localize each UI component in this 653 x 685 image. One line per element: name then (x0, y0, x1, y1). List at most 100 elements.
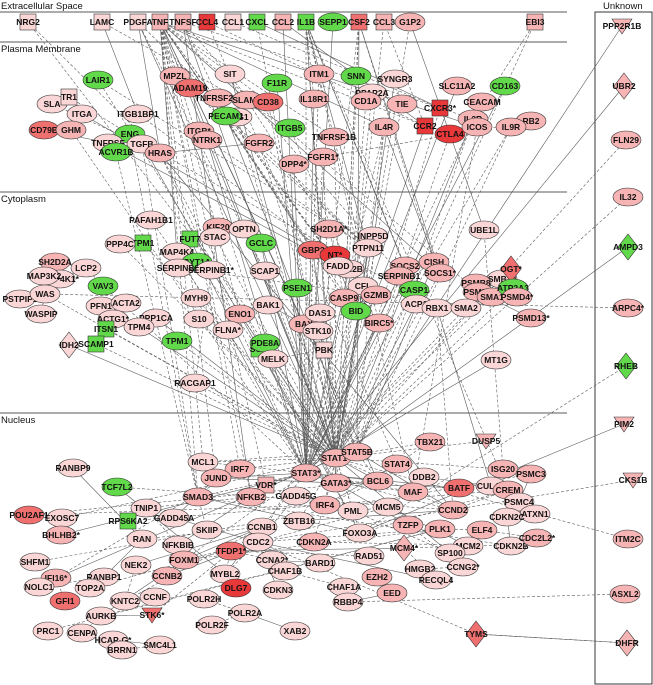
gene-node-lcp2[interactable]: LCP2 (70, 258, 102, 278)
gene-node-pafah1b1[interactable]: PAFAH1B1 (129, 210, 173, 230)
gene-node-cd1a[interactable]: CD1A (350, 91, 382, 111)
gene-node-stat4[interactable]: STAT4 (381, 454, 413, 474)
gene-node-psmd13[interactable]: PSMD13* (512, 308, 550, 328)
gene-node-tnfrsf1b[interactable]: TNFRSF1B (312, 127, 356, 147)
gene-node-tr1[interactable]: TR1 (60, 88, 78, 106)
gene-node-racgap1[interactable]: RACGAP1 (174, 373, 216, 393)
gene-node-was[interactable]: WAS (29, 284, 61, 304)
gene-node-ube1l[interactable]: UBE1L (468, 220, 500, 240)
gene-node-irf7[interactable]: IRF7 (224, 459, 256, 479)
gene-node-sp100[interactable]: SP100 (434, 543, 466, 563)
gene-node-itgb5[interactable]: ITGB5 (274, 118, 306, 138)
gene-node-polr2a[interactable]: POLR2A (228, 603, 262, 623)
gene-node-lair1[interactable]: LAIR1 (82, 70, 114, 90)
gene-node-il4r[interactable]: IL4R (368, 117, 400, 137)
gene-node-acvr1b[interactable]: ACVR1B (99, 142, 134, 162)
gene-node-serpinb9[interactable]: SERPINB9 (157, 258, 200, 278)
gene-node-eed[interactable]: EED (376, 583, 408, 603)
gene-node-lamc[interactable]: LAMC (90, 13, 115, 31)
gene-node-mt1g[interactable]: MT1G (480, 350, 512, 370)
gene-node-gfi1[interactable]: GFI1 (49, 591, 81, 611)
gene-node-psmd4[interactable]: PSMD4* (501, 287, 534, 307)
gene-node-pdgfa[interactable]: PDGFA (123, 13, 153, 31)
gene-node-cd79b[interactable]: CD79B (28, 120, 60, 140)
gene-node-mcm5[interactable]: MCM5 (372, 497, 404, 517)
gene-node-zbtb16[interactable]: ZBTB16 (283, 511, 315, 531)
gene-node-vav3[interactable]: VAV3 (87, 276, 119, 296)
gene-node-gadd45g[interactable]: GADD45G (275, 486, 317, 506)
gene-node-hras[interactable]: HRAS (144, 143, 176, 163)
gene-node-tzfp[interactable]: TZFP (392, 515, 424, 535)
gene-node-ranbp9[interactable]: RANBP9 (56, 458, 91, 478)
gene-node-tcf7l2[interactable]: TCF7L2 (101, 477, 133, 497)
gene-node-ghm[interactable]: GHM (55, 120, 87, 140)
gene-node-smc4l1[interactable]: SMC4L1 (143, 635, 177, 655)
gene-node-cd163[interactable]: CD163 (489, 76, 521, 96)
gene-node-tbx21[interactable]: TBX21 (414, 432, 446, 452)
gene-node-dlg7[interactable]: DLG7 (220, 578, 252, 598)
gene-node-birc5[interactable]: BIRC5* (363, 313, 395, 333)
gene-node-bard1[interactable]: BARD1 (304, 553, 336, 573)
gene-node-cks1b[interactable]: CKS1B (619, 472, 648, 489)
gene-node-smad3[interactable]: SMAD3 (182, 487, 214, 507)
gene-node-ccnd2[interactable]: CCND2 (437, 500, 469, 520)
gene-node-ptpn11[interactable]: PTPN11 (352, 238, 384, 258)
gene-node-stac[interactable]: STAC (199, 227, 231, 247)
gene-node-xab2[interactable]: XAB2 (279, 621, 311, 641)
gene-node-arpc4[interactable]: ARPC4* (612, 298, 645, 318)
gene-node-ubr2[interactable]: UBR2 (612, 72, 636, 100)
gene-node-bcl6[interactable]: BCL6 (362, 471, 394, 491)
gene-node-syngr3[interactable]: SYNGR3 (378, 69, 413, 89)
gene-node-skiip[interactable]: SKIIP (191, 520, 223, 540)
gene-node-pde8a[interactable]: PDE8A (249, 333, 281, 353)
gene-node-il18r1[interactable]: IL18R1 (298, 89, 330, 109)
gene-node-ran[interactable]: RAN (126, 529, 158, 549)
gene-node-nfkb2[interactable]: NFKB2 (235, 487, 267, 507)
gene-node-sh2d1a[interactable]: SH2D1A* (311, 219, 349, 239)
gene-node-cdkn2b[interactable]: CDKN2B (493, 536, 529, 556)
gene-node-kntc2[interactable]: KNTC2 (109, 591, 141, 611)
gene-node-fln29[interactable]: FLN29 (610, 130, 642, 150)
gene-node-il32[interactable]: IL32 (612, 187, 644, 207)
gene-node-adam19[interactable]: ADAM19 (173, 78, 208, 98)
gene-node-rbx1[interactable]: RBX1 (421, 298, 453, 318)
gene-node-cd38[interactable]: CD38 (252, 92, 284, 112)
gene-node-f11r[interactable]: F11R (261, 73, 293, 93)
gene-node-tnfsf[interactable]: TNFSF (169, 13, 197, 31)
gene-node-pbk[interactable]: PBK (315, 341, 334, 359)
gene-node-itsn1[interactable]: ITSN1 (94, 320, 118, 338)
gene-node-ezh2[interactable]: EZH2 (361, 567, 393, 587)
gene-node-dhfr[interactable]: DHFR (615, 629, 639, 657)
gene-node-ccr2[interactable]: CCR2 (413, 117, 437, 135)
gene-node-stat5b[interactable]: STAT5B (341, 442, 373, 462)
gene-node-acta2[interactable]: ACTA2 (110, 293, 142, 313)
gene-node-mcl1[interactable]: MCL1 (187, 452, 219, 472)
gene-node-asxl2[interactable]: ASXL2 (609, 584, 641, 604)
gene-node-ppp4c[interactable]: PPP4C (104, 234, 136, 254)
gene-node-irf4[interactable]: IRF4 (309, 495, 341, 515)
gene-node-psen1[interactable]: PSEN1 (281, 278, 313, 298)
gene-node-bhlhb2[interactable]: BHLHB2* (42, 525, 81, 545)
gene-node-idh2[interactable]: IDH2 (58, 331, 80, 359)
gene-node-plk1[interactable]: PLK1 (424, 519, 456, 539)
gene-node-gzmb[interactable]: GZMB (360, 285, 392, 305)
gene-node-ccnf[interactable]: CCNF (139, 587, 171, 607)
gene-node-s10[interactable]: S10 (183, 309, 215, 329)
gene-node-cxcl[interactable]: CXCL (245, 13, 269, 31)
gene-node-rad51[interactable]: RAD51 (353, 546, 385, 566)
gene-node-il1b[interactable]: IL1B (297, 13, 315, 31)
gene-node-nolc1[interactable]: NOLC1 (23, 577, 55, 597)
gene-node-aurkb[interactable]: AURKB (86, 606, 117, 626)
gene-node-ppp2r1b[interactable]: PPP2R1B (603, 18, 642, 35)
gene-node-sepp1[interactable]: SEPP1 (317, 12, 349, 32)
gene-node-scap1[interactable]: SCAP1 (249, 261, 281, 281)
gene-node-ampd3[interactable]: AMPD3 (613, 233, 643, 261)
gene-node-itm2c[interactable]: ITM2C (612, 529, 644, 549)
gene-node-mcm4[interactable]: MCM4* (390, 534, 419, 562)
gene-node-tyms[interactable]: TYMS (464, 620, 488, 648)
gene-node-isg20[interactable]: ISG20 (487, 459, 519, 479)
gene-node-cdkn2a[interactable]: CDKN2A (296, 532, 332, 552)
gene-node-ccl3[interactable]: CCL3 (373, 13, 395, 31)
gene-node-eno1[interactable]: ENO1 (224, 304, 256, 324)
gene-node-nrg2[interactable]: NRG2 (16, 13, 40, 31)
